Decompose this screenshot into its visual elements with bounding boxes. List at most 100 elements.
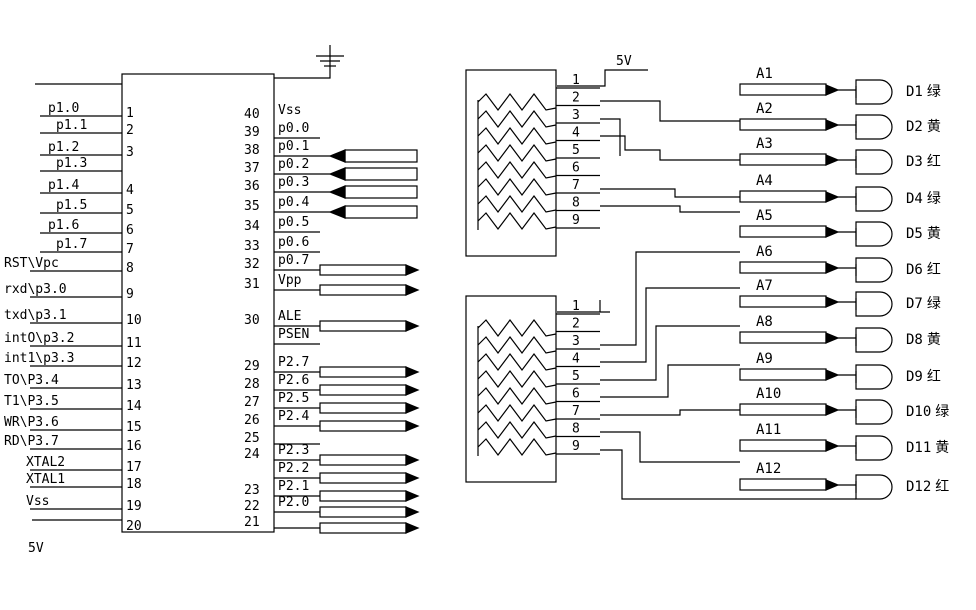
pin-signal-label: RST\Vpc bbox=[4, 256, 59, 271]
pin-signal-label: P2.0 bbox=[278, 495, 309, 510]
resistor-zigzag bbox=[477, 195, 557, 213]
led-resistor-box bbox=[739, 261, 827, 274]
led-color-label: 红 bbox=[927, 262, 941, 278]
pin-number: 36 bbox=[244, 179, 260, 194]
arrow-right-icon bbox=[405, 402, 420, 414]
arrow-left-icon bbox=[328, 185, 346, 199]
arrow-right-icon bbox=[825, 479, 840, 491]
connector-pin-number: 5 bbox=[572, 369, 580, 384]
resistor-zigzag bbox=[477, 336, 557, 354]
pin-signal-label: XTAL2 bbox=[26, 455, 65, 470]
pin-number: 28 bbox=[244, 377, 260, 392]
arrow-right-icon bbox=[825, 404, 840, 416]
pin-number: 34 bbox=[244, 219, 260, 234]
connector-pin-number: 7 bbox=[572, 178, 580, 193]
supply-label-top: 5V bbox=[616, 54, 632, 69]
led-color-label: 红 bbox=[927, 154, 941, 170]
bus-box bbox=[319, 506, 407, 518]
pin-signal-label: p0.5 bbox=[278, 215, 309, 230]
signal-wire bbox=[600, 364, 740, 398]
connector-pin-number: 2 bbox=[572, 317, 580, 332]
pin-number: 17 bbox=[126, 460, 142, 475]
pin-number: 15 bbox=[126, 420, 142, 435]
arrow-right-icon bbox=[405, 284, 420, 296]
led-gate-icon bbox=[855, 399, 893, 425]
arrow-right-icon bbox=[405, 506, 420, 518]
pin-number: 19 bbox=[126, 499, 142, 514]
connector-pin-number: 5 bbox=[572, 143, 580, 158]
led-color-label: 红 bbox=[927, 369, 941, 385]
pin-signal-label: int1\p3.3 bbox=[4, 351, 74, 366]
led-wire-label: A7 bbox=[756, 278, 773, 294]
pin-number: 6 bbox=[126, 223, 134, 238]
pin-number: 20 bbox=[126, 519, 142, 534]
connector-pin-number: 8 bbox=[572, 422, 580, 437]
led-wire-label: A6 bbox=[756, 244, 773, 260]
arrow-right-icon bbox=[825, 262, 840, 274]
resistor-zigzag bbox=[477, 93, 557, 111]
pin-signal-label: p1.0 bbox=[48, 101, 79, 116]
led-resistor-box bbox=[739, 118, 827, 131]
pin-signal-label: P2.1 bbox=[278, 479, 309, 494]
pin-number: 14 bbox=[126, 399, 142, 414]
signal-wire bbox=[600, 449, 856, 500]
signal-wire bbox=[600, 287, 740, 363]
pin-signal-label: intO\p3.2 bbox=[4, 331, 74, 346]
arrow-right-icon bbox=[405, 490, 420, 502]
bus-box bbox=[344, 205, 418, 219]
led-resistor-box bbox=[739, 225, 827, 238]
bus-box bbox=[319, 320, 407, 332]
signal-wire bbox=[600, 188, 740, 198]
pin-signal-label: rxd\p3.0 bbox=[4, 282, 67, 297]
led-gate-icon bbox=[855, 364, 893, 390]
left-pin: XTAL2 17 bbox=[26, 455, 142, 475]
arrow-right-icon bbox=[405, 320, 420, 332]
led-gate-icon bbox=[855, 257, 893, 283]
led-gate-icon bbox=[855, 291, 893, 317]
resistor-zigzag bbox=[477, 319, 557, 337]
bus-box bbox=[319, 402, 407, 414]
pin-signal-label: p1.6 bbox=[48, 218, 79, 233]
led-resistor-box bbox=[739, 403, 827, 416]
signal-wire bbox=[600, 431, 740, 463]
connector-body bbox=[465, 295, 557, 483]
pin-signal-label: P2.4 bbox=[278, 409, 309, 424]
pin-number: 38 bbox=[244, 143, 260, 158]
bottom-pin1-wire bbox=[557, 300, 610, 313]
bus-box bbox=[319, 472, 407, 484]
arrow-right-icon bbox=[405, 264, 420, 276]
pin-signal-label: p1.7 bbox=[56, 237, 87, 252]
led-gate-icon bbox=[855, 474, 893, 500]
pin-signal-label: XTAL1 bbox=[26, 472, 65, 487]
bus-box bbox=[319, 366, 407, 378]
